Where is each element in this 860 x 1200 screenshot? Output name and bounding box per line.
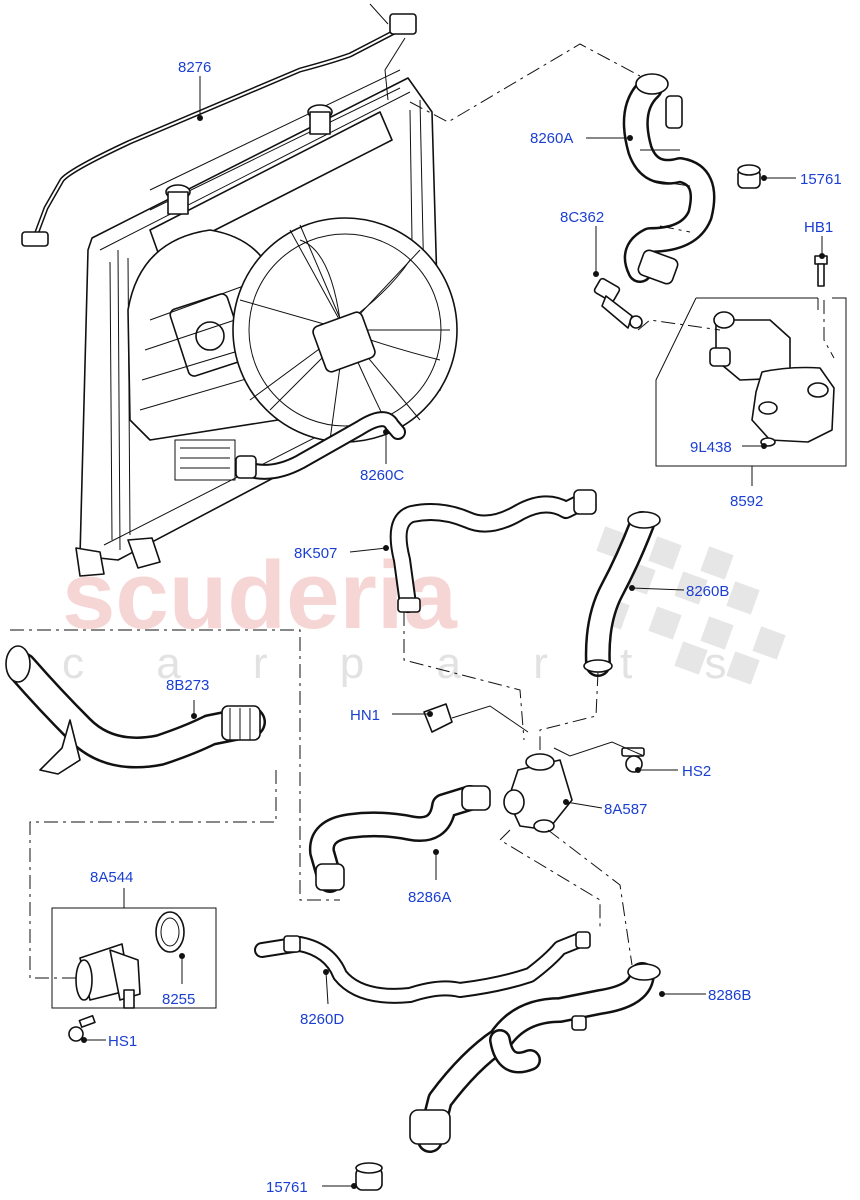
callout-8A544: 8A544 xyxy=(90,869,133,886)
watermark-tagline: c a r p a r t s xyxy=(62,639,757,688)
callout-9L438: 9L438 xyxy=(690,439,732,456)
part-8255-o-ring xyxy=(155,911,185,953)
part-8286A-hose xyxy=(308,785,491,893)
callout-8B273: 8B273 xyxy=(166,677,209,694)
part-HS1-bolt xyxy=(68,1014,96,1042)
callout-labels: 8276 8260A 15761 8C362 HB1 9L438 8592 82… xyxy=(90,59,842,1196)
part-15761-cap-top xyxy=(737,164,761,189)
callout-8C362: 8C362 xyxy=(560,209,604,226)
part-8592-thermostat-housing xyxy=(709,311,835,447)
part-8286B-hose xyxy=(409,962,661,1153)
part-8B273-hose xyxy=(5,645,266,775)
callout-HS1: HS1 xyxy=(108,1033,137,1050)
part-8C362-sensor xyxy=(593,277,643,329)
watermark: scuderia c a r p a r t s xyxy=(62,526,786,688)
callout-8260B: 8260B xyxy=(686,583,729,600)
callout-HN1: HN1 xyxy=(350,707,380,724)
part-8K507-hose xyxy=(389,489,597,613)
part-15761-cap-bottom xyxy=(355,1162,383,1191)
callout-8260D: 8260D xyxy=(300,1011,344,1028)
leader-lines xyxy=(81,76,825,1189)
callout-8592: 8592 xyxy=(730,493,763,510)
part-8260C-hose xyxy=(235,411,406,480)
callout-8286A: 8286A xyxy=(408,889,451,906)
callout-HB1: HB1 xyxy=(804,219,833,236)
callout-8260C: 8260C xyxy=(360,467,404,484)
callout-8A587: 8A587 xyxy=(604,801,647,818)
connection-lines xyxy=(10,43,835,979)
group-brackets xyxy=(51,297,847,1009)
callout-8K507: 8K507 xyxy=(294,545,337,562)
group-box-8A544 xyxy=(51,907,217,1009)
callout-8260A: 8260A xyxy=(530,130,573,147)
callout-8255: 8255 xyxy=(162,991,195,1008)
part-8260A-hose xyxy=(622,73,716,285)
part-8A544-connector xyxy=(75,943,141,1009)
callout-8286B: 8286B xyxy=(708,987,751,1004)
part-8A587-housing xyxy=(503,753,573,833)
part-8260B-hose xyxy=(583,511,661,677)
callout-8276: 8276 xyxy=(178,59,211,76)
radiator-assembly xyxy=(75,69,458,577)
part-HN1-clip xyxy=(423,703,453,733)
callout-15761-top: 15761 xyxy=(800,171,842,188)
part-HB1-bolt xyxy=(814,255,828,287)
callout-HS2: HS2 xyxy=(682,763,711,780)
watermark-brand: scuderia xyxy=(62,542,457,649)
part-8260D-hose xyxy=(254,931,591,1004)
fastener-lines xyxy=(451,705,645,757)
part-8276-bleed-pipe xyxy=(21,3,417,247)
callout-15761-bottom: 15761 xyxy=(266,1179,308,1196)
